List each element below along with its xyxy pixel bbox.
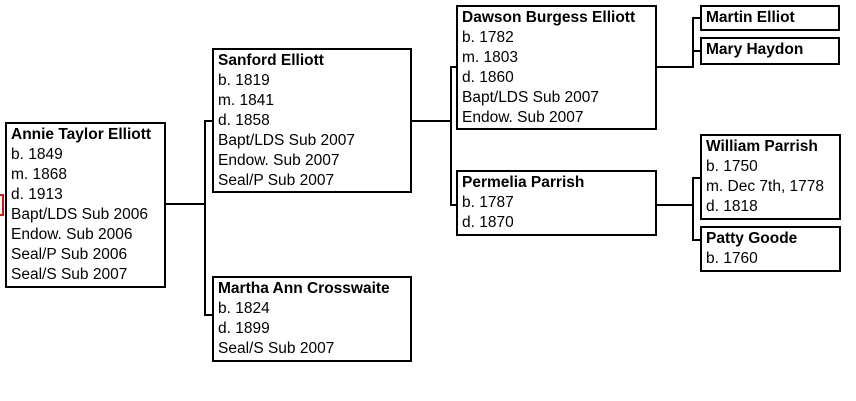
connector-gen1-vertical: [204, 120, 206, 316]
person-box-dawson-burgess-elliott[interactable]: Dawson Burgess Elliott b. 1782 m. 1803 d. …: [456, 5, 657, 130]
person-name: Martin Elliot: [706, 9, 795, 26]
person-detail-line: b. 1760: [706, 250, 758, 267]
connector-to-permelia: [450, 204, 458, 206]
person-detail-line: Endow. Sub 2007: [218, 152, 340, 169]
person-detail-line: Endow. Sub 2006: [11, 226, 133, 243]
person-name: Mary Haydon: [706, 41, 804, 58]
connector-gen2-vertical: [450, 66, 452, 206]
person-box-patty-goode[interactable]: Patty Goode b. 1760: [700, 226, 841, 272]
person-detail-line: m. 1803: [462, 49, 519, 66]
connector-to-patty: [692, 239, 701, 241]
connector-gen3b-vertical: [692, 177, 694, 241]
connector-to-sanford: [204, 120, 214, 122]
connector-to-mary: [692, 50, 701, 52]
person-detail-line: d. 1860: [462, 69, 514, 86]
person-detail-line: d. 1899: [218, 320, 270, 337]
person-box-mary-haydon[interactable]: Mary Haydon: [700, 37, 840, 65]
connector-to-dawson: [450, 66, 458, 68]
person-name: Dawson Burgess Elliott: [462, 9, 636, 26]
person-box-permelia-parrish[interactable]: Permelia Parrish b. 1787 d. 1870: [456, 170, 657, 236]
person-detail-line: Seal/S Sub 2007: [11, 266, 128, 283]
red-edge-marker: [0, 194, 4, 216]
connector-to-martha: [204, 314, 214, 316]
person-detail-line: m. Dec 7th, 1778: [706, 178, 825, 195]
person-detail-line: b. 1782: [462, 29, 514, 46]
person-name: Annie Taylor Elliott: [11, 126, 152, 143]
person-detail-line: b. 1819: [218, 72, 270, 89]
connector-annie-right: [164, 203, 204, 205]
person-detail-line: d. 1818: [706, 198, 758, 215]
person-detail-line: Endow. Sub 2007: [462, 109, 584, 126]
person-name: Sanford Elliott: [218, 52, 324, 69]
person-name: Permelia Parrish: [462, 174, 585, 191]
person-detail-line: m. 1868: [11, 166, 68, 183]
person-detail-line: m. 1841: [218, 92, 275, 109]
person-box-william-parrish[interactable]: William Parrish b. 1750 m. Dec 7th, 1778 d…: [700, 134, 841, 220]
connector-to-william: [692, 177, 701, 179]
person-detail-line: Seal/P Sub 2006: [11, 246, 128, 263]
connector-to-martin: [692, 17, 701, 19]
person-detail-line: Bapt/LDS Sub 2007: [218, 132, 356, 149]
person-detail-line: Bapt/LDS Sub 2007: [462, 89, 600, 106]
person-detail-line: Seal/S Sub 2007: [218, 340, 335, 357]
person-detail-line: b. 1750: [706, 158, 758, 175]
connector-sanford-right: [410, 120, 450, 122]
person-box-martin-elliot[interactable]: Martin Elliot: [700, 5, 840, 31]
person-detail-line: b. 1824: [218, 300, 270, 317]
person-name: William Parrish: [706, 138, 818, 155]
person-detail-line: d. 1913: [11, 186, 63, 203]
person-detail-line: b. 1787: [462, 194, 514, 211]
person-detail-line: b. 1849: [11, 146, 63, 163]
person-detail-line: Bapt/LDS Sub 2006: [11, 206, 149, 223]
person-name: Patty Goode: [706, 230, 798, 247]
person-detail-line: d. 1858: [218, 112, 270, 129]
person-box-annie-taylor-elliott[interactable]: Annie Taylor Elliott b. 1849 m. 1868 d. 19…: [5, 122, 166, 288]
connector-permelia-right: [655, 204, 693, 206]
connector-gen3a-vertical: [692, 17, 694, 68]
person-detail-line: d. 1870: [462, 214, 514, 231]
person-detail-line: Seal/P Sub 2007: [218, 172, 335, 189]
connector-dawson-right: [655, 66, 693, 68]
person-name: Martha Ann Crosswaite: [218, 280, 390, 297]
